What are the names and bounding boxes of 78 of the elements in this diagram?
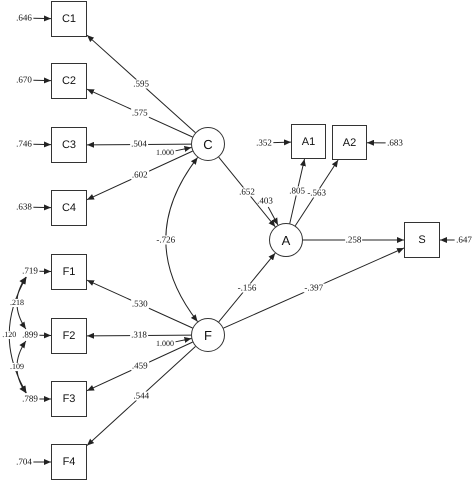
value-label: .789	[22, 394, 38, 404]
edge-label: .805	[288, 186, 306, 196]
arrow	[440, 237, 456, 243]
latent-circle: C	[191, 127, 225, 161]
arrow	[302, 237, 404, 243]
value-label: .403	[257, 196, 273, 206]
double-headed-arrow	[165, 156, 198, 322]
value-label: .670	[16, 76, 32, 84]
value-label: .719	[22, 266, 38, 276]
value-label: .646	[16, 14, 32, 22]
edge-label: .602	[130, 170, 149, 180]
arrow	[38, 332, 52, 338]
variable-box: C3	[51, 127, 87, 163]
arrow	[32, 77, 52, 84]
variable-box: C2	[51, 63, 87, 99]
double-headed-arrow	[8, 276, 27, 394]
arrow	[366, 140, 386, 146]
arrow	[86, 150, 194, 200]
arrow	[86, 332, 192, 339]
double-headed-arrow	[16, 340, 26, 394]
variable-box: C4	[51, 190, 87, 226]
variable-box: C1	[51, 1, 87, 37]
variable-box: F1	[51, 254, 87, 290]
arrow	[32, 141, 52, 148]
arrow	[86, 88, 194, 138]
edge-label: .459	[130, 362, 149, 371]
arrow	[86, 342, 194, 392]
variable-box: F2	[51, 318, 87, 354]
arrow	[32, 459, 52, 465]
value-label: .899	[22, 330, 38, 340]
edge-label: .504	[130, 140, 148, 149]
arrow	[38, 268, 52, 274]
edge-label: .652	[238, 188, 256, 196]
arrow	[268, 206, 278, 226]
arrow	[86, 142, 192, 148]
value-label: 1.000	[156, 149, 174, 157]
double-headed-arrow	[16, 276, 26, 330]
latent-circle: F	[191, 318, 225, 352]
value-label: .638	[16, 202, 32, 212]
arrow	[86, 346, 196, 446]
value-label: 1.000	[156, 340, 174, 348]
arrow	[289, 158, 306, 224]
arrow	[272, 139, 292, 146]
edge-label: .595	[132, 79, 150, 88]
edge-label: .120	[1, 331, 18, 339]
arrow	[218, 252, 276, 322]
arrow	[32, 204, 52, 210]
variable-box: A1	[291, 124, 326, 159]
edge-label: .530	[130, 300, 149, 309]
value-label: .704	[16, 458, 32, 466]
variable-box: A2	[332, 125, 367, 160]
value-label: .746	[16, 140, 32, 148]
variable-box: S	[404, 222, 440, 258]
value-label: .683	[387, 138, 403, 148]
edge-label: .218	[8, 299, 25, 307]
arrow	[86, 280, 194, 328]
arrow	[38, 396, 52, 402]
value-label: .647	[456, 236, 472, 244]
variable-box: F4	[51, 444, 87, 480]
latent-circle: A	[269, 223, 303, 257]
arrow	[175, 146, 192, 152]
edge-label: .258	[344, 236, 362, 244]
edge-label: .109	[8, 363, 25, 371]
arrow	[86, 34, 196, 134]
arrow	[175, 336, 192, 343]
edge-label: -.397	[303, 284, 324, 293]
edge-label: -.563	[306, 188, 328, 198]
arrow	[218, 156, 276, 228]
arrow	[223, 248, 404, 329]
edge-label: .318	[130, 330, 148, 340]
edge-label: -.726	[155, 235, 176, 244]
edge-label: .544	[132, 392, 150, 400]
edge-label: .575	[130, 108, 149, 118]
variable-box: F3	[51, 381, 87, 417]
value-label: .352	[256, 138, 272, 148]
edge-label: -.156	[236, 283, 258, 292]
arrow	[294, 160, 339, 226]
arrow	[32, 15, 52, 22]
